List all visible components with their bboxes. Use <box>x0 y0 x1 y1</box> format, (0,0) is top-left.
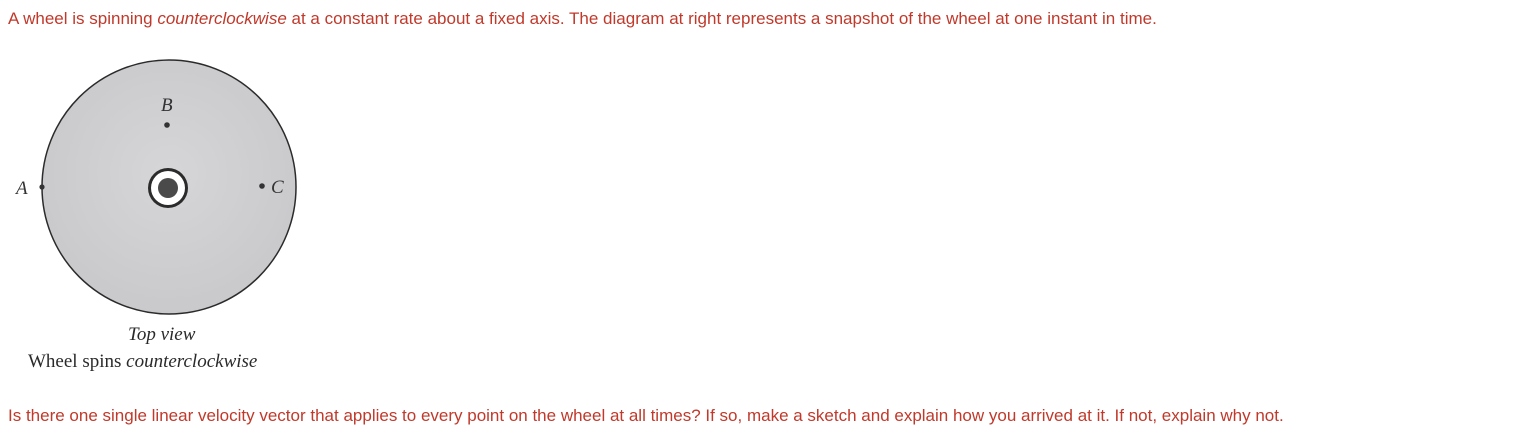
point-c-label: C <box>271 177 284 198</box>
axle <box>148 168 188 208</box>
point-a-label: A <box>14 178 28 199</box>
wheel-diagram: A B C <box>14 59 297 315</box>
figure-caption-subtitle: Wheel spins counterclockwise <box>28 351 257 373</box>
question-text: Is there one single linear velocity vect… <box>8 406 1284 425</box>
intro-emphasis: counterclockwise <box>157 9 287 28</box>
point-b-marker: B <box>161 95 173 128</box>
caption-subtitle-prefix: Wheel spins <box>28 351 127 372</box>
caption-subtitle-emphasis: counterclockwise <box>126 351 258 372</box>
point-c-marker: C <box>259 177 284 198</box>
wheel-figure: A B C Top view Wheel spins counterclockw… <box>6 48 326 383</box>
intro-text: A wheel is spinning counterclockwise at … <box>8 9 1157 29</box>
intro-part1: A wheel is spinning <box>8 9 158 28</box>
point-a-marker: A <box>14 178 45 199</box>
figure-caption-title: Top view <box>128 324 196 345</box>
point-b-label: B <box>161 95 173 116</box>
intro-part2: at a constant rate about a fixed axis. T… <box>286 9 1157 28</box>
